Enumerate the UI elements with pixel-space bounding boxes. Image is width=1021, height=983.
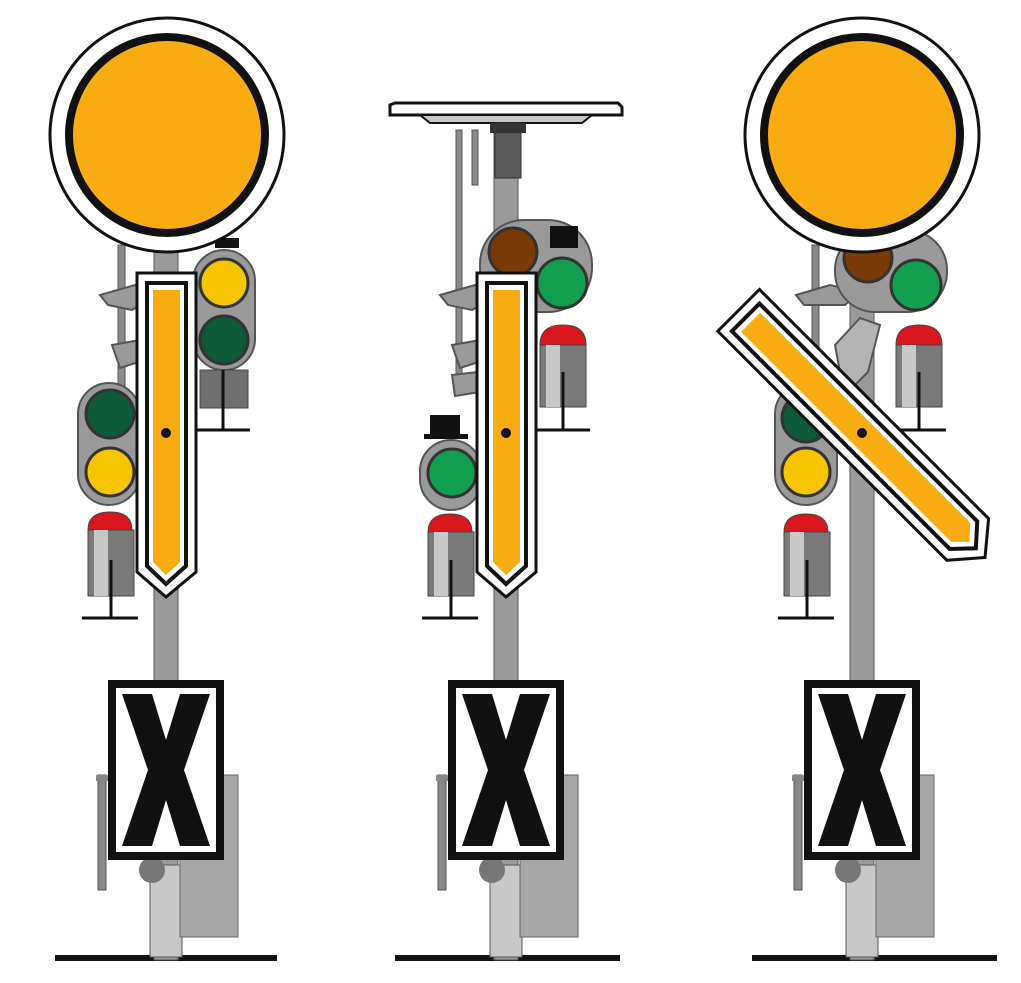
cross-board-x — [462, 694, 550, 846]
lamp-battery-shine — [94, 530, 108, 596]
lever-arm — [96, 775, 112, 781]
disc-shaft-cap — [490, 123, 526, 133]
cross-board — [804, 680, 920, 860]
lever-arm — [792, 775, 808, 781]
lamp-dark-green — [198, 314, 250, 366]
operating-rod — [117, 244, 126, 406]
lever-rod — [437, 774, 447, 891]
arm-pivot — [161, 428, 171, 438]
lamp-cap — [783, 513, 829, 533]
lever-rod — [793, 774, 803, 891]
cross-board — [448, 680, 564, 860]
arm-face — [741, 312, 971, 542]
arm-vertical — [135, 271, 198, 599]
arm-vertical — [475, 271, 538, 599]
operating-rod — [471, 129, 479, 186]
lever-hub — [479, 857, 505, 883]
arm-pivot — [857, 428, 867, 439]
arm-inner — [485, 281, 528, 587]
signal-1 — [48, 16, 286, 961]
lamp-hood — [215, 238, 239, 248]
lamp-battery-shine — [790, 532, 804, 596]
lamp-brown — [487, 226, 539, 278]
lever-arm — [436, 775, 452, 781]
lamp-yellow — [84, 446, 136, 498]
lamp-cap — [539, 324, 587, 346]
arm-diagonal — [715, 287, 991, 562]
lamp-head-lower — [419, 415, 483, 620]
lamp-dark-green — [84, 388, 136, 440]
disc-folded — [388, 101, 624, 179]
lamp-green — [535, 256, 589, 310]
disc-mount — [417, 114, 595, 124]
lamp-battery-shine — [434, 532, 448, 596]
lamp-cap — [895, 324, 943, 346]
lamp-cap — [427, 513, 473, 533]
lamp-hood — [550, 226, 578, 248]
arm-pivot — [501, 428, 511, 438]
cross-board-x — [122, 694, 210, 846]
arm-inner — [729, 300, 980, 551]
cross-board-x — [818, 694, 906, 846]
lamp-head-upper — [192, 238, 256, 432]
disc-face — [760, 33, 964, 237]
disc-raised — [743, 16, 981, 254]
lamp-cap — [87, 511, 133, 531]
arm-inner — [145, 281, 188, 587]
lamp-yellow — [198, 257, 250, 309]
lever-rod — [97, 774, 107, 891]
lamp-hood-brim — [424, 434, 468, 439]
disc-face — [65, 33, 269, 237]
lamp-battery-shine — [902, 345, 916, 407]
lever-hub — [835, 857, 861, 883]
disc-edge — [388, 101, 624, 117]
lever-hub — [139, 857, 165, 883]
lamp-battery-shine — [546, 345, 560, 407]
signal-3 — [715, 16, 997, 961]
signal-2 — [388, 101, 624, 961]
lamp-green — [889, 258, 943, 312]
lamp-green — [426, 447, 478, 499]
lamp-yellow — [780, 446, 832, 498]
lamp-head-lower — [77, 382, 141, 620]
disc-raised — [48, 16, 286, 254]
cross-board — [108, 680, 224, 860]
